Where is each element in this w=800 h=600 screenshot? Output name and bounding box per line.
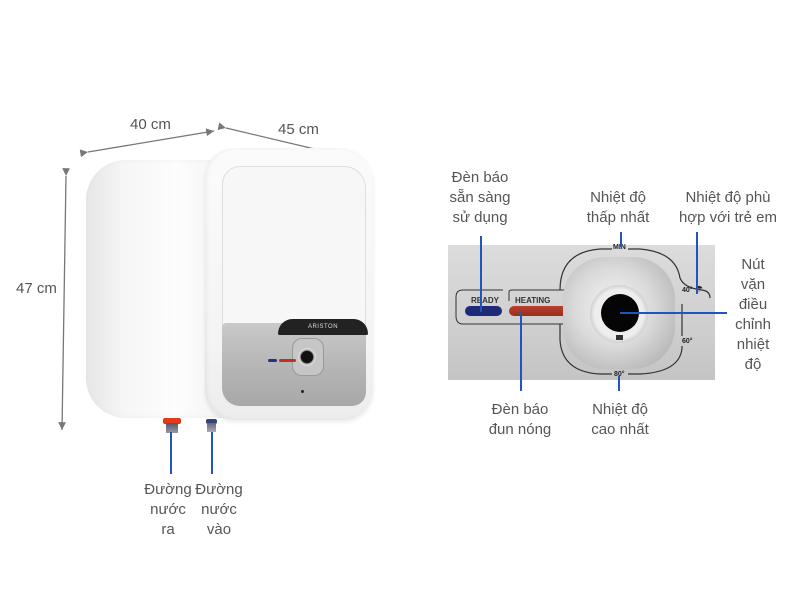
temp-60-mark: 60°: [682, 338, 693, 345]
min-temp-mark: MIN: [613, 244, 626, 251]
max-callout-line: [618, 376, 620, 391]
height-dimension-label: 47 cm: [16, 280, 57, 297]
min-temp-callout: Nhiệt độ thấp nhất: [586, 189, 650, 226]
knob-callout-line: [620, 312, 727, 314]
child-temp-callout-line: [696, 232, 698, 294]
temp-80-mark: 80°: [614, 371, 625, 378]
mini-knob: [298, 348, 316, 366]
heating-label: HEATING: [515, 296, 551, 305]
mini-ready-light: [268, 359, 277, 362]
hot-water-outlet-cap: [163, 418, 181, 424]
outlet-callout-line: [170, 432, 172, 474]
cold-water-inlet-pipe: [207, 423, 216, 432]
ready-callout-line: [480, 236, 482, 312]
max-temp-callout: Nhiệt độ cao nhất: [591, 401, 649, 438]
knob-callout: Nút vặn điều chỉnh nhiệt độ: [735, 256, 771, 373]
mini-heating-light: [279, 359, 296, 362]
heating-callout-line: [520, 311, 522, 391]
heating-light-callout: Đèn báo đun nóng: [488, 401, 552, 438]
child-safety-icon: ☂: [695, 284, 704, 294]
ready-label: READY: [471, 296, 500, 305]
min-callout-line: [620, 232, 622, 247]
child-temp-callout: Nhiệt độ phù hợp với trẻ em: [678, 189, 778, 226]
brand-logo: ARISTON: [278, 319, 368, 335]
hot-water-outlet-pipe: [166, 423, 178, 433]
ready-light-callout: Đèn báo sẵn sàng sử dụng: [449, 169, 511, 226]
heating-indicator-light: [509, 306, 582, 316]
width-dimension-label: 40 cm: [130, 116, 171, 133]
knob-indicator-icon: [616, 335, 623, 340]
mini-indicator-dot: [301, 390, 304, 393]
outlet-pipe-label: Đường nước ra: [144, 481, 192, 538]
front-cover: [222, 166, 366, 328]
depth-dimension-label: 45 cm: [278, 121, 319, 138]
inlet-pipe-label: Đường nước vào: [195, 481, 243, 538]
temp-40-mark: 40°: [682, 287, 693, 294]
ready-indicator-light: [465, 306, 502, 316]
cold-water-inlet-cap: [206, 419, 217, 424]
inlet-callout-line: [211, 432, 213, 474]
